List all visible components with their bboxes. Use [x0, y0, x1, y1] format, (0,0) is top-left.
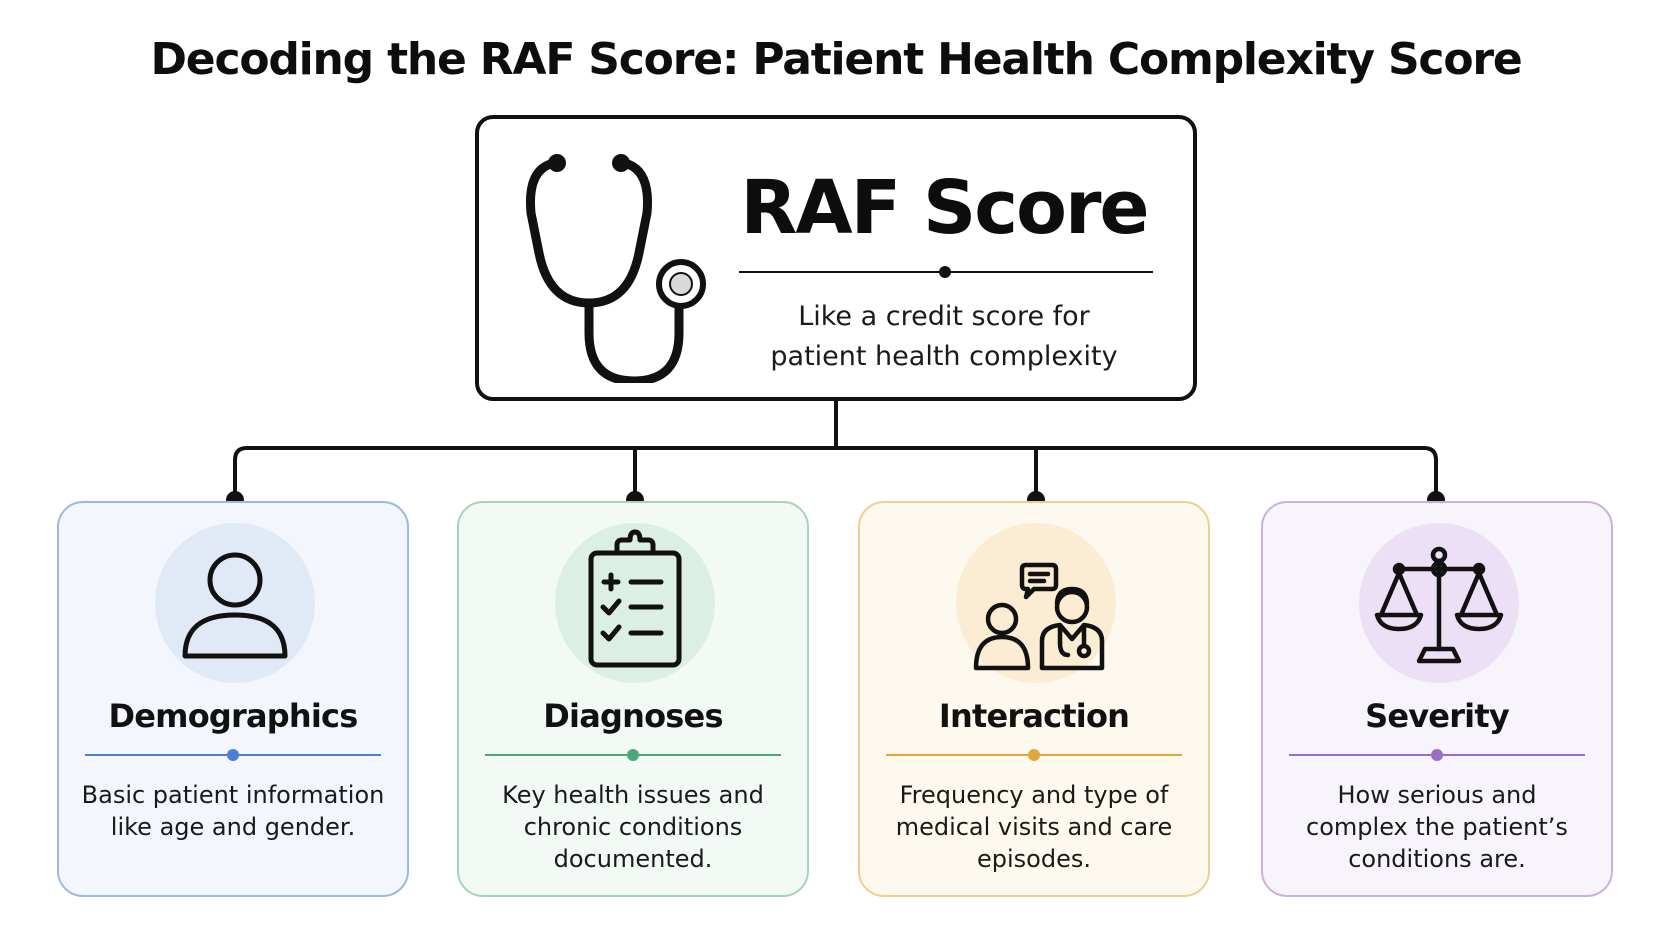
card-description: Frequency and type of medical visits and… [874, 779, 1194, 875]
card-description: Basic patient information like age and g… [73, 779, 393, 843]
balance-scale-icon [1374, 546, 1504, 664]
person-icon [182, 552, 288, 659]
card-interaction: Interaction Frequency and type of medica… [858, 501, 1210, 897]
raf-score-heading: RAF Score [740, 165, 1149, 251]
subtitle-line: Like a credit score for [798, 301, 1090, 332]
icon-circle [155, 523, 315, 683]
desc-line: documented. [553, 845, 713, 873]
card-severity: Severity How serious and complex the pat… [1261, 501, 1613, 897]
card-divider-dot [1431, 749, 1443, 761]
card-title: Diagnoses [543, 697, 723, 735]
card-diagnoses: Diagnoses Key health issues and chronic … [457, 501, 809, 897]
desc-line: episodes. [977, 845, 1091, 873]
card-description: How serious and complex the patient’s co… [1277, 779, 1597, 875]
desc-line: complex the patient’s [1306, 813, 1568, 841]
card-title: Interaction [938, 697, 1130, 735]
page-title: Decoding the RAF Score: Patient Health C… [150, 34, 1522, 85]
clipboard-checklist-icon [588, 529, 682, 668]
raf-score-subtitle: Like a credit score for patient health c… [734, 297, 1154, 377]
desc-line: like age and gender. [110, 813, 356, 841]
icon-circle [956, 523, 1116, 683]
card-divider-dot [627, 749, 639, 761]
patient-doctor-conversation-icon [973, 562, 1105, 671]
card-divider-dot [227, 749, 239, 761]
subtitle-line: patient health complexity [770, 341, 1118, 372]
card-title: Severity [1365, 697, 1510, 735]
desc-line: How serious and [1337, 781, 1537, 809]
desc-line: conditions are. [1348, 845, 1526, 873]
card-demographics: Demographics Basic patient information l… [57, 501, 409, 897]
desc-line: Frequency and type of [899, 781, 1169, 809]
desc-line: Key health issues and [502, 781, 764, 809]
desc-line: Basic patient information [81, 781, 385, 809]
stethoscope-icon [525, 154, 706, 383]
card-title: Demographics [108, 697, 359, 735]
desc-line: chronic conditions [523, 813, 743, 841]
card-description: Key health issues and chronic conditions… [473, 779, 793, 875]
raf-score-box: RAF Score Like a credit score for patien… [475, 115, 1197, 401]
card-divider-dot [1028, 749, 1040, 761]
main-divider-dot [939, 266, 951, 278]
icon-circle [1359, 523, 1519, 683]
icon-circle [555, 523, 715, 683]
desc-line: medical visits and care [895, 813, 1173, 841]
